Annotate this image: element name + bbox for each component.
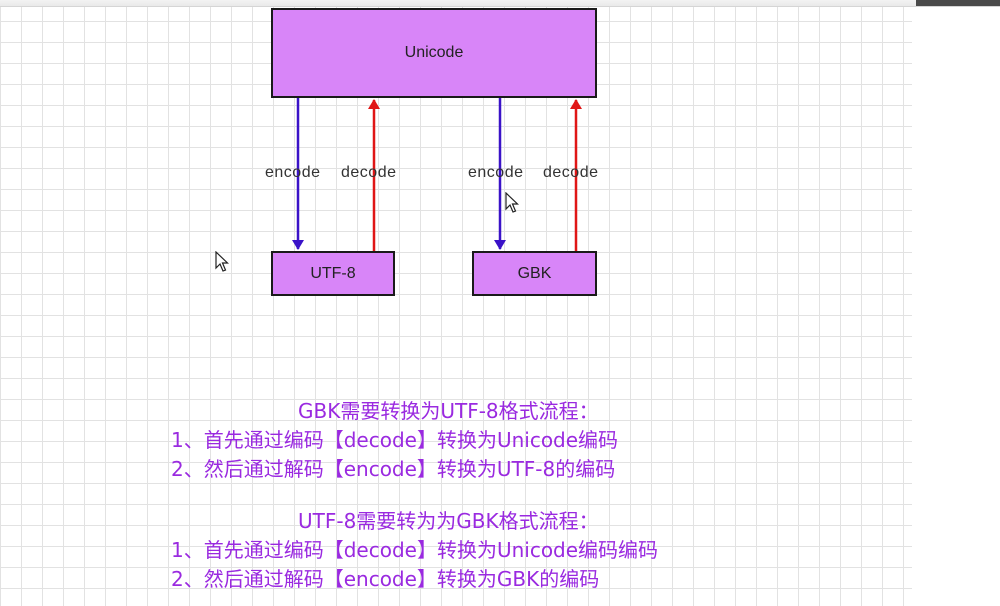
utf8-decode-label: decode <box>341 164 397 181</box>
window-top-bar-dark-segment <box>916 0 1000 6</box>
gbk-node[interactable]: GBK <box>472 251 597 296</box>
gbk-node-label: GBK <box>517 264 552 282</box>
utf8-node-label: UTF-8 <box>310 264 356 282</box>
utf8-node[interactable]: UTF-8 <box>271 251 395 296</box>
mouse-cursor-icon <box>505 192 519 213</box>
utf8-to-gbk-title: UTF-8需要转为为GBK格式流程： <box>298 509 599 533</box>
gbk-to-utf8-title: GBK需要转换为UTF-8格式流程： <box>298 399 599 423</box>
gbk-to-utf8-step2: 2、然后通过解码【encode】转换为UTF-8的编码 <box>171 457 616 481</box>
utf8-to-gbk-step2: 2、然后通过解码【encode】转换为GBK的编码 <box>171 567 600 591</box>
mouse-cursor-icon <box>215 251 229 272</box>
utf8-to-gbk-step1: 1、首先通过编码【decode】转换为Unicode编码编码 <box>171 538 659 562</box>
unicode-node[interactable]: Unicode <box>271 8 597 98</box>
gbk-decode-label: decode <box>543 164 599 181</box>
unicode-node-label: Unicode <box>404 44 464 61</box>
canvas-right-margin <box>912 0 1000 606</box>
window-top-bar <box>0 0 1000 7</box>
utf8-encode-label: encode <box>265 164 321 181</box>
gbk-encode-label: encode <box>468 164 524 181</box>
gbk-to-utf8-step1: 1、首先通过编码【decode】转换为Unicode编码 <box>171 428 619 452</box>
